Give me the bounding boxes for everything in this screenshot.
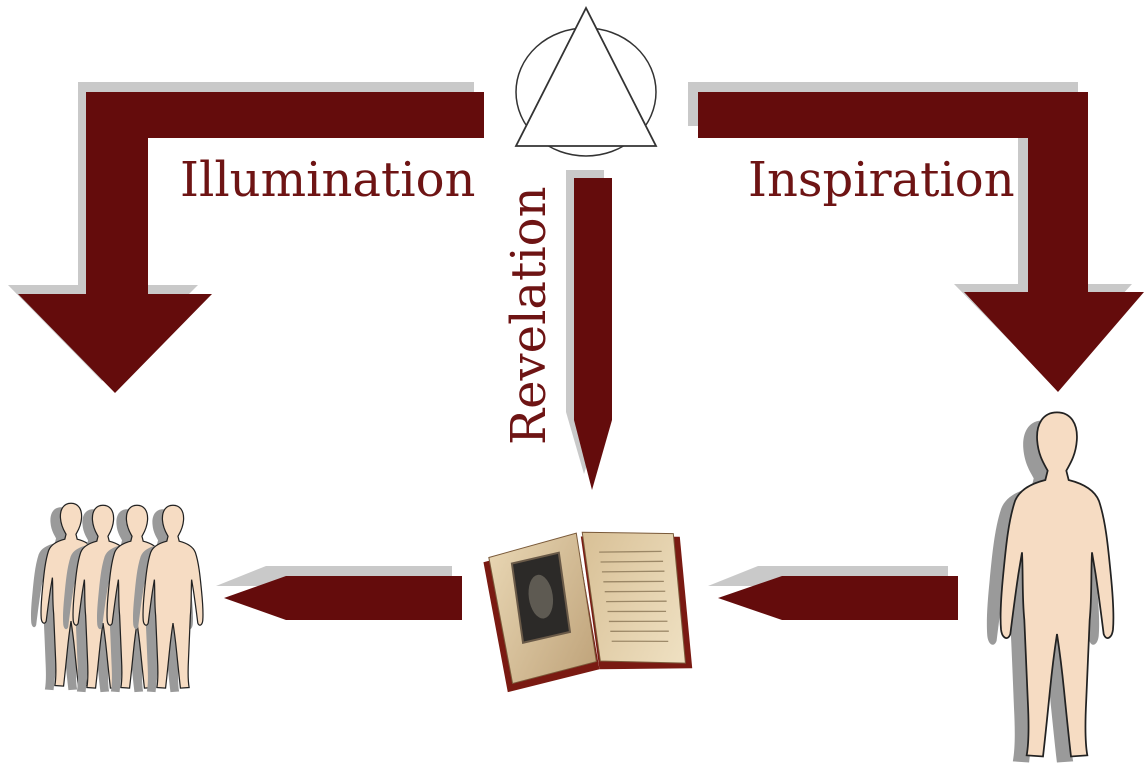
inspiration-arrow (688, 82, 1144, 392)
person-to-book-arrow (708, 566, 958, 620)
illumination-label: Illumination (180, 152, 475, 208)
illumination-arrow (8, 82, 484, 393)
revelation-label: Revelation (501, 187, 557, 446)
person-icon (987, 412, 1114, 762)
open-book-icon (481, 519, 698, 695)
inspiration-label: Inspiration (748, 152, 1015, 208)
book-to-group-arrow (216, 566, 462, 620)
people-group-icon (31, 503, 203, 692)
trinity-icon (516, 8, 656, 156)
revelation-arrow (566, 170, 612, 490)
